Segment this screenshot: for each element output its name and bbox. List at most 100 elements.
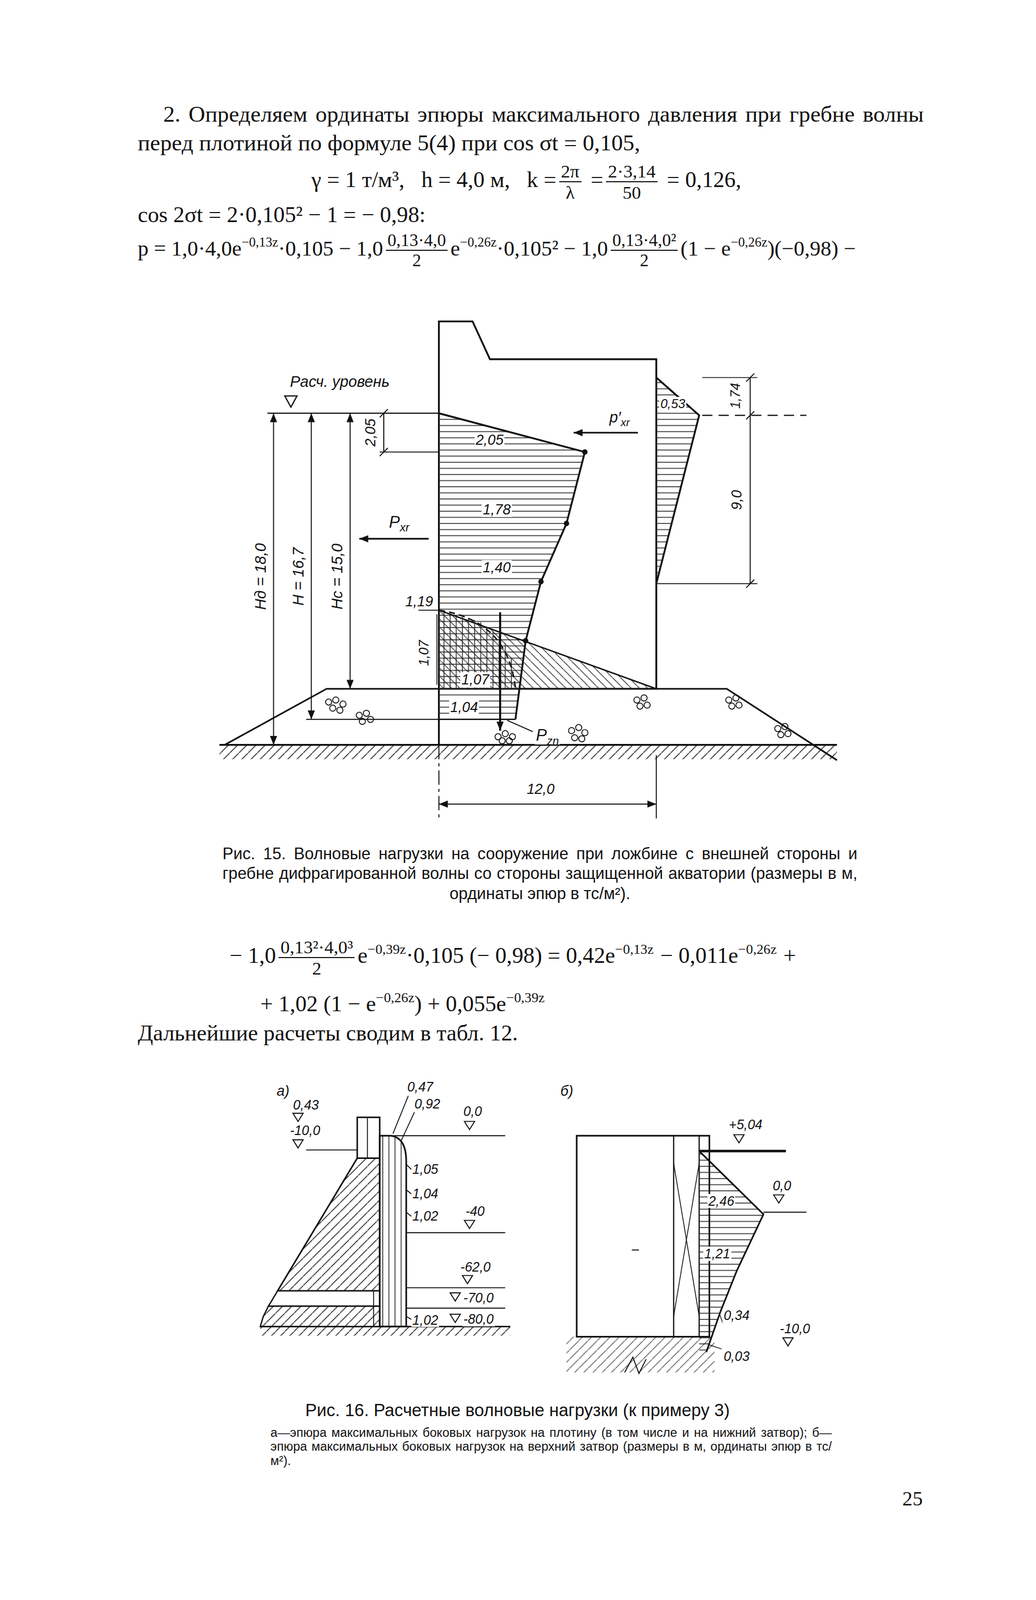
figure-16a-part: [406, 1287, 505, 1289]
figure-16a-part: [379, 1135, 407, 1327]
subscript: xr: [399, 521, 410, 535]
figure-15-part: [573, 432, 638, 434]
dimension-label: 1,07: [416, 639, 431, 668]
dimension-label: Hд = 18,0: [252, 542, 269, 612]
figure-16a-part: [379, 1135, 505, 1137]
fraction: 0,13²·4,0³2: [278, 937, 355, 979]
figure-15-part: [439, 803, 657, 805]
ordinate-value: 1,78: [481, 502, 512, 518]
fraction: 0,13·4,0²2: [610, 230, 679, 271]
figure-16b-part: [673, 1163, 699, 1317]
figure-16a-part: [392, 1096, 409, 1134]
dimension-label: 0,03: [722, 1349, 751, 1364]
dimension-label: 12,0: [525, 781, 556, 797]
ordinate-value: 1,04: [449, 700, 479, 715]
figure-16a-part: [401, 1112, 415, 1142]
figure-15-part: [436, 614, 438, 685]
subscript: zn: [546, 735, 560, 748]
figure-15-part: [418, 609, 439, 611]
figure-15-part: [746, 579, 755, 588]
ordinate-value: 0,53: [659, 397, 687, 411]
dimension-label: 0,0: [771, 1178, 793, 1193]
figure-16a-part: [306, 1149, 358, 1151]
formula: + 1,02 (1 − e−0,26z) + 0,055e−0,39z: [260, 991, 545, 1017]
rubble-part: [644, 702, 651, 709]
figure-15-part: [439, 719, 516, 721]
figure-16b-part: [782, 1337, 794, 1346]
force-label: Pzn: [534, 726, 560, 745]
formula-part: ) + 0,055e: [414, 991, 507, 1017]
figure-15-part: [656, 377, 700, 585]
figure-15-part: [379, 448, 388, 457]
figure-15-part: [439, 610, 657, 689]
exponent: −0,26z: [459, 234, 497, 250]
figure-15-part: [746, 411, 755, 420]
figure-16a-part: [462, 1275, 473, 1284]
rubble-part: [636, 703, 644, 710]
denominator: 2: [410, 250, 424, 271]
rubble-part: [499, 737, 506, 745]
figure-16a-part: [268, 1291, 380, 1307]
panel-letter: б): [559, 1083, 575, 1099]
exponent: −0,26z: [375, 990, 415, 1006]
rubble-part: [568, 727, 576, 735]
dimension-label: 0,92: [413, 1097, 442, 1111]
formula-part: )(−0,98) −: [767, 236, 856, 261]
figure-16a-part: [406, 1316, 412, 1320]
dimension-label: Расч. уровень: [288, 373, 391, 390]
body-text: 2. Определяем ординаты эпюры максимально…: [137, 99, 924, 158]
formula-part: − 0,011e: [660, 942, 739, 968]
figure-16b-part: [566, 1337, 715, 1374]
body-text: Дальнейшие расчеты сводим в табл. 12.: [137, 1021, 518, 1046]
rubble-part: [774, 725, 781, 732]
fraction: 0,13·4,02: [385, 230, 449, 271]
figure-16a-part: [464, 1220, 475, 1229]
figure-16b-part: [698, 1151, 764, 1353]
figure-15-part: [349, 413, 351, 689]
figure-16a-part: [464, 1121, 475, 1130]
formula: − 1,00,13²·4,0³2e−0,39z·0,105 (− 0,98) =…: [229, 937, 797, 979]
figure-15-part: [383, 413, 385, 453]
figure-caption: Рис. 16. Расчетные волновые нагрузки (к …: [211, 1400, 824, 1421]
figure-15-part: [655, 755, 658, 819]
figure-16a-part: [406, 1212, 412, 1217]
rubble-part: [633, 697, 640, 704]
formula: cos 2σt = 2·0,105² − 1 = − 0,98:: [137, 203, 426, 227]
dimension-label: -70,0: [462, 1291, 495, 1305]
figure-15-part: [284, 396, 298, 408]
dimension-label: 1,04: [411, 1186, 440, 1201]
dimension-label: -10,0: [288, 1123, 322, 1138]
figure-15-part: [439, 610, 516, 689]
figure-15-part: [582, 450, 587, 455]
figure-15-part: [359, 537, 429, 540]
rubble-part: [781, 723, 789, 730]
figure-15-part: [267, 413, 440, 415]
formula-part: − 1,0: [229, 942, 276, 968]
exponent: −0,39z: [506, 990, 545, 1006]
figure-16a-part: [366, 1117, 368, 1159]
figure-16a-part: [450, 1293, 461, 1302]
rubble-part: [332, 697, 340, 704]
formula-part: + 1,02 (1 − e: [260, 991, 377, 1017]
dimension-label: 1,21: [703, 1247, 732, 1261]
subscript: xr: [620, 416, 630, 429]
rubble-part: [337, 707, 344, 714]
figure-15-part: [439, 321, 657, 746]
rubble-part: [571, 735, 578, 742]
dimension-label: -80,0: [462, 1312, 495, 1327]
rubble-part: [582, 729, 589, 737]
figure-15-part: [219, 744, 838, 746]
figure-16a-part: [406, 1164, 412, 1170]
rubble-part: [735, 702, 743, 709]
figure-15-part: [702, 414, 807, 416]
numerator: 0,13²·4,0³: [278, 937, 355, 959]
denominator: λ: [563, 182, 577, 203]
figure-16a-part: [406, 1232, 505, 1234]
figure-16a-part: [406, 1190, 412, 1195]
force-label: p′xr: [608, 409, 631, 427]
dimension-label: 0,43: [291, 1098, 320, 1113]
figure-16b-part: [709, 1345, 722, 1350]
ordinate-value: 2,05: [474, 432, 505, 448]
numerator: 2π: [559, 161, 582, 183]
